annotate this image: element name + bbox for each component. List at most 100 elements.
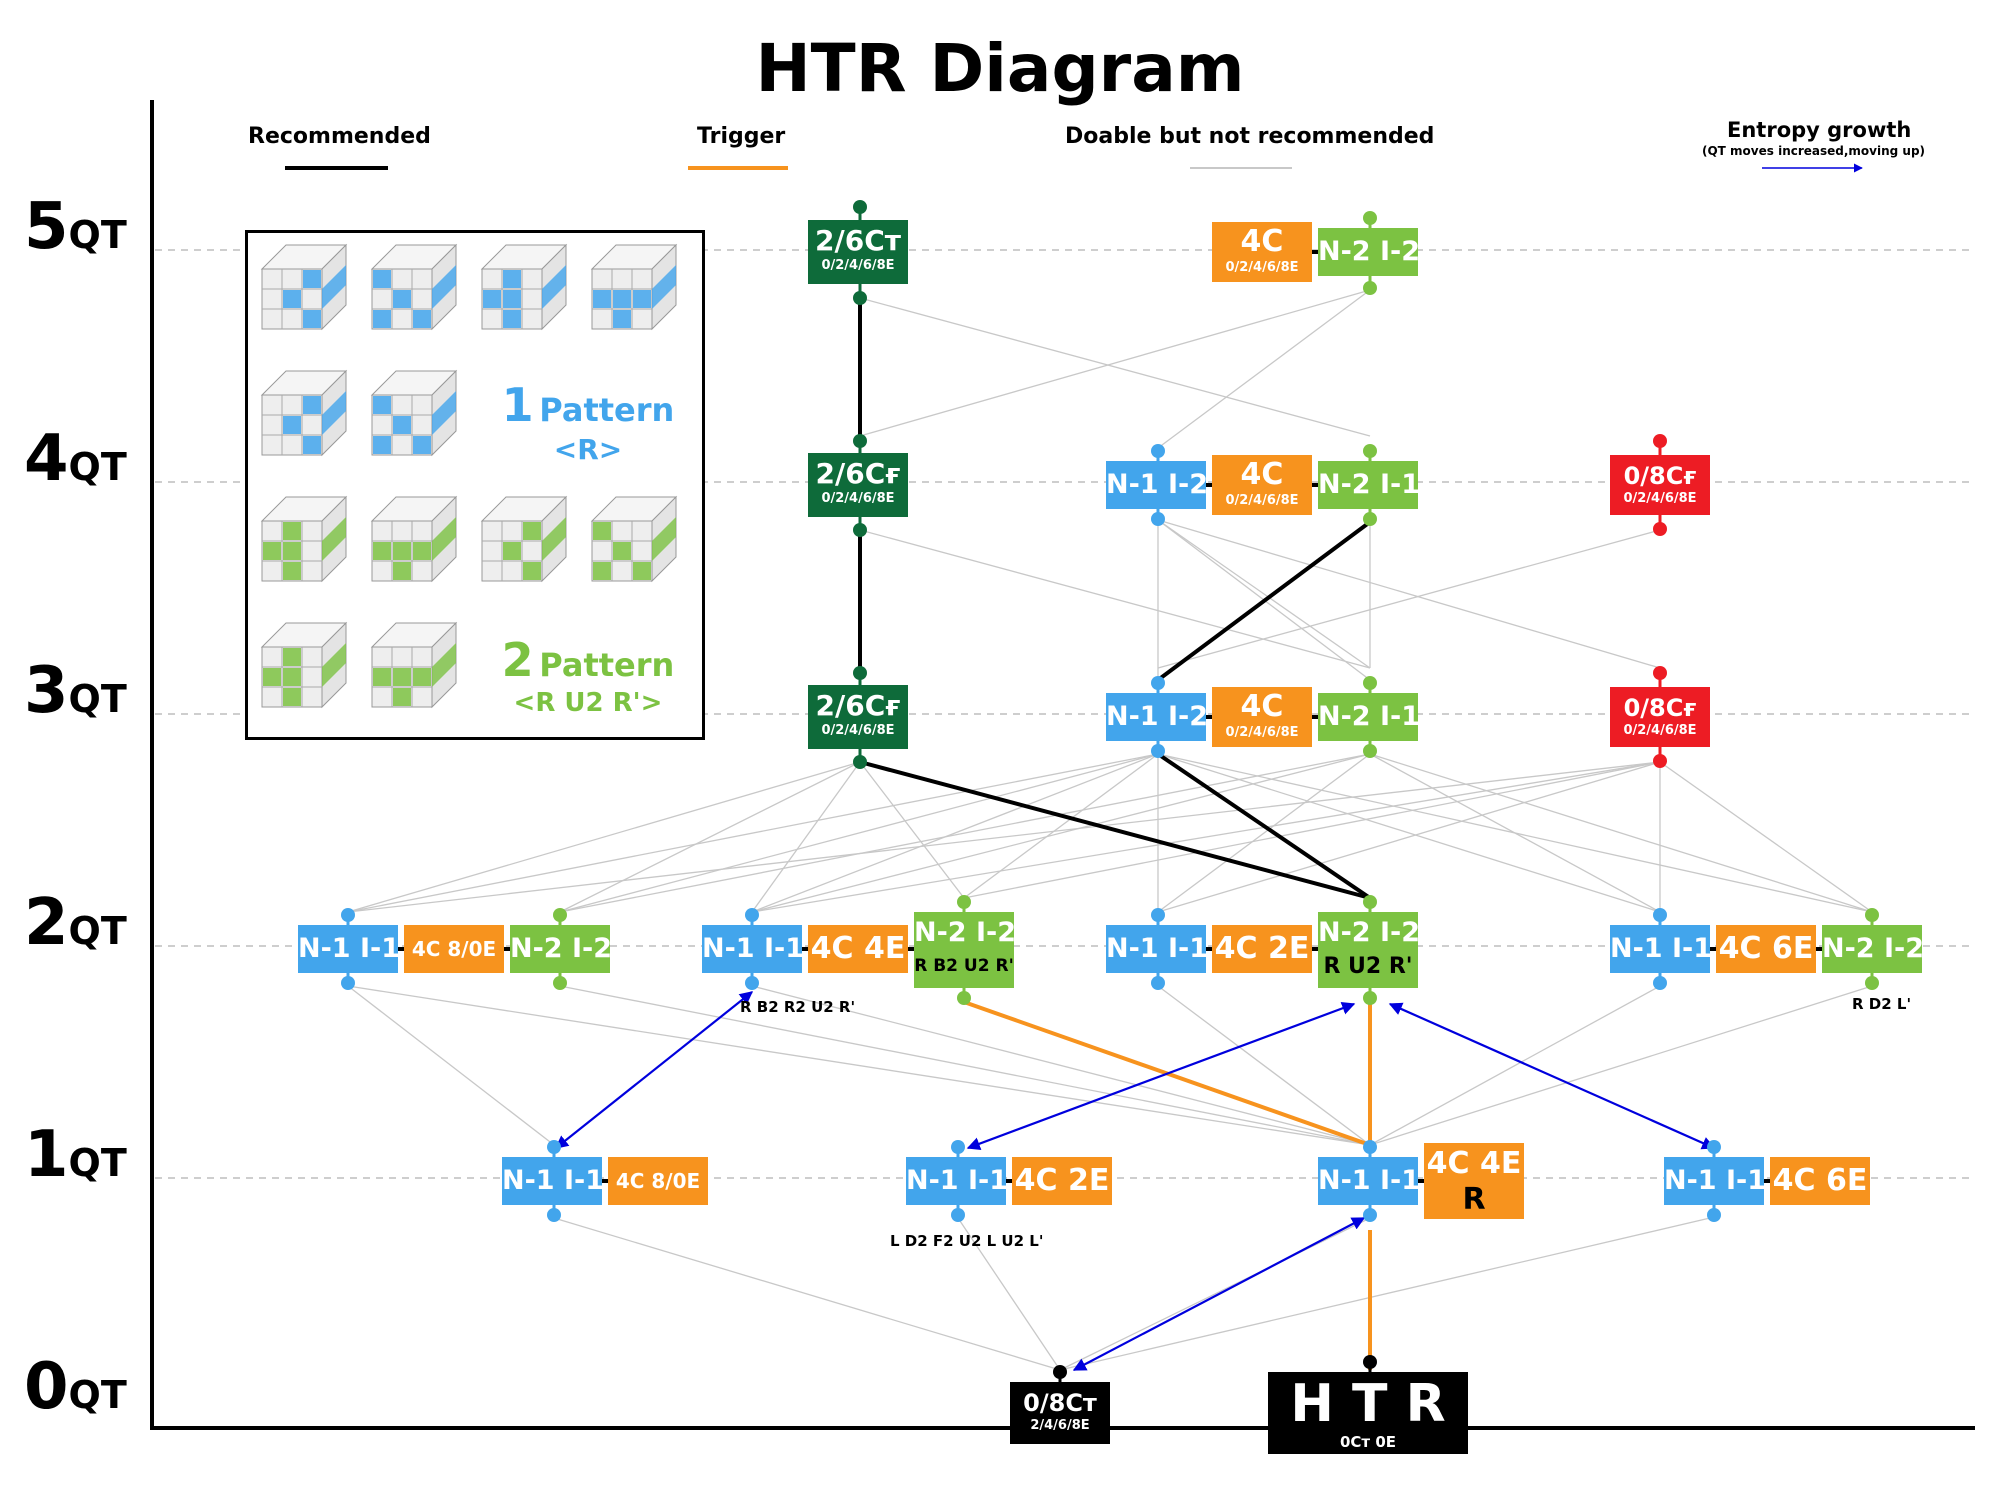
pattern-2-alg: <R U2 R'> — [513, 688, 663, 718]
doable-connection-37 — [1369, 985, 1661, 1146]
node-3qt-0-8cf[interactable]: 0/8Cғ 0/2/4/6/8E — [1610, 687, 1710, 747]
entropy-arrow-3 — [1388, 1002, 1716, 1150]
connector-dot-26 — [957, 895, 971, 909]
node-4qt-n2-i1[interactable]: N-2 I-1 — [1318, 461, 1420, 509]
doable-connection-38 — [1369, 985, 1873, 1146]
legend-recommended: Recommended — [248, 124, 431, 149]
entropy-arrow-2 — [1072, 1217, 1366, 1371]
level-label-4qt: 4QT — [24, 422, 127, 496]
doable-connection-28 — [751, 761, 1661, 913]
alg-label-r-b2-r2-u2-r: R B2 R2 U2 R' — [740, 998, 856, 1016]
doable-connection-23 — [751, 753, 1371, 913]
connector-dot-40 — [1363, 1140, 1377, 1154]
doable-connection-40 — [347, 985, 555, 1146]
doable-connection-26 — [1369, 753, 1873, 913]
node-4qt-0-8cf[interactable]: 0/8Cғ 0/2/4/6/8E — [1610, 455, 1710, 515]
node-htr-solved[interactable]: H T R 0Cᴛ 0E — [1268, 1372, 1468, 1454]
node-1qt-a-n1-i1[interactable]: N-1 I-1 — [502, 1157, 604, 1205]
doable-connection-25 — [1369, 753, 1661, 913]
node-1qt-a-4c-8-0e[interactable]: 4C 8/0E — [608, 1157, 708, 1205]
node-1qt-d-4c-6e[interactable]: 4C 6E — [1770, 1157, 1870, 1205]
node-5qt-n2-i2[interactable]: N-2 I-2 — [1318, 228, 1420, 276]
connector-dot-18 — [1653, 666, 1667, 680]
node-2qt-b-n2-i2[interactable]: N-2 I-2 R B2 U2 R' — [914, 912, 1016, 988]
level-label-5qt: 5QT — [24, 190, 127, 264]
node-2qt-c-n1-i1[interactable]: N-1 I-1 — [1106, 925, 1208, 973]
node-2qt-b-4c-4e[interactable]: 4C 4E — [808, 925, 908, 973]
connector-dot-8 — [1363, 444, 1377, 458]
doable-connection-29 — [963, 761, 1661, 899]
doable-connection-32 — [1659, 761, 1873, 913]
node-2qt-d-4c-6e[interactable]: 4C 6E — [1716, 925, 1816, 973]
node-2qt-a-4c-8-0e[interactable]: 4C 8/0E — [404, 925, 504, 973]
node-2qt-b-n1-i1[interactable]: N-1 I-1 — [702, 925, 804, 973]
pattern-1-label: 1 Pattern — [501, 378, 675, 432]
node-3qt-4c[interactable]: 4C 0/2/4/6/8E — [1212, 687, 1312, 747]
connector-dot-31 — [1363, 991, 1377, 1005]
connector-dot-45 — [1363, 1355, 1377, 1369]
node-4qt-4c[interactable]: 4C 0/2/4/6/8E — [1212, 455, 1312, 515]
doable-connection-34 — [559, 985, 1371, 1146]
node-5qt-2-6ct[interactable]: 2/6Cᴛ 0/2/4/6/8E — [808, 220, 908, 284]
node-2qt-c-4c-2e[interactable]: 4C 2E — [1212, 925, 1312, 973]
node-1qt-b-4c-2e[interactable]: 4C 2E — [1012, 1157, 1112, 1205]
node-2qt-c-n2-i2[interactable]: N-2 I-2 R U2 R' — [1318, 912, 1420, 988]
cube-icon-3 — [480, 243, 568, 331]
connector-dot-1 — [853, 291, 867, 305]
node-5qt-4c[interactable]: 4C 0/2/4/6/8E — [1212, 222, 1312, 282]
connector-dot-15 — [1151, 744, 1165, 758]
node-1qt-d-n1-i1[interactable]: N-1 I-1 — [1664, 1157, 1766, 1205]
node-1qt-c-n1-i1[interactable]: N-1 I-1 — [1318, 1157, 1420, 1205]
connector-dot-11 — [1653, 522, 1667, 536]
pattern-1-alg: <R> — [553, 433, 623, 466]
doable-connection-15 — [559, 753, 1159, 913]
connector-dot-0 — [853, 200, 867, 214]
doable-connection-43 — [1059, 1217, 1711, 1371]
connector-dot-38 — [951, 1140, 965, 1154]
level-label-1qt: 1QT — [24, 1118, 127, 1192]
node-0qt-0-8ct[interactable]: 0/8Cᴛ 2/4/6/8E — [1010, 1382, 1110, 1444]
level-label-0qt: 0QT — [24, 1350, 127, 1424]
node-4qt-2-6cf[interactable]: 2/6Cғ 0/2/4/6/8E — [808, 453, 908, 517]
doable-connection-11 — [559, 761, 861, 913]
cube-icon-9 — [480, 495, 568, 583]
node-2qt-a-n1-i1[interactable]: N-1 I-1 — [298, 925, 400, 973]
connector-dot-17 — [1363, 744, 1377, 758]
node-2qt-d-n1-i1[interactable]: N-1 I-1 — [1610, 925, 1712, 973]
recommended-connection-4 — [1156, 752, 1372, 900]
legend-entropy-note: (QT moves increased,moving up) — [1702, 144, 1926, 158]
connector-dot-21 — [341, 976, 355, 990]
connector-dot-2 — [1363, 211, 1377, 225]
connector-dot-34 — [1865, 908, 1879, 922]
doable-connection-42 — [957, 1217, 1061, 1371]
node-1qt-c-4c-4e[interactable]: 4C 4E R — [1424, 1143, 1524, 1219]
node-3qt-n2-i1[interactable]: N-2 I-1 — [1318, 693, 1420, 741]
connector-dot-19 — [1653, 754, 1667, 768]
connector-dot-5 — [853, 523, 867, 537]
doable-connection-3 — [859, 529, 1371, 669]
node-2qt-d-n2-i2[interactable]: N-2 I-2 — [1822, 925, 1924, 973]
node-3qt-2-6cf[interactable]: 2/6Cғ 0/2/4/6/8E — [808, 685, 908, 749]
doable-connection-20 — [1157, 753, 1661, 913]
recommended-connection-3 — [1156, 520, 1372, 682]
doable-connection-10 — [347, 761, 861, 913]
connector-dot-43 — [1707, 1208, 1721, 1222]
connector-dot-3 — [1363, 281, 1377, 295]
cube-icon-8 — [370, 495, 458, 583]
connector-dot-20 — [341, 908, 355, 922]
cube-icon-1 — [260, 243, 348, 331]
connector-dot-14 — [1151, 676, 1165, 690]
connector-dot-44 — [1053, 1365, 1067, 1379]
doable-connection-4 — [1157, 519, 1371, 669]
connector-dot-30 — [1363, 895, 1377, 909]
cube-icon-4 — [590, 243, 678, 331]
connector-dot-37 — [547, 1208, 561, 1222]
level-label-2qt: 2QT — [24, 886, 127, 960]
node-3qt-n1-i2[interactable]: N-1 I-2 — [1106, 693, 1208, 741]
node-4qt-n1-i2[interactable]: N-1 I-2 — [1106, 461, 1208, 509]
node-1qt-b-n1-i1[interactable]: N-1 I-1 — [906, 1157, 1008, 1205]
connector-dot-4 — [853, 434, 867, 448]
doable-connection-44 — [1059, 1217, 1371, 1371]
node-2qt-a-n2-i2[interactable]: N-2 I-2 — [510, 925, 612, 973]
cube-icon-10 — [590, 495, 678, 583]
